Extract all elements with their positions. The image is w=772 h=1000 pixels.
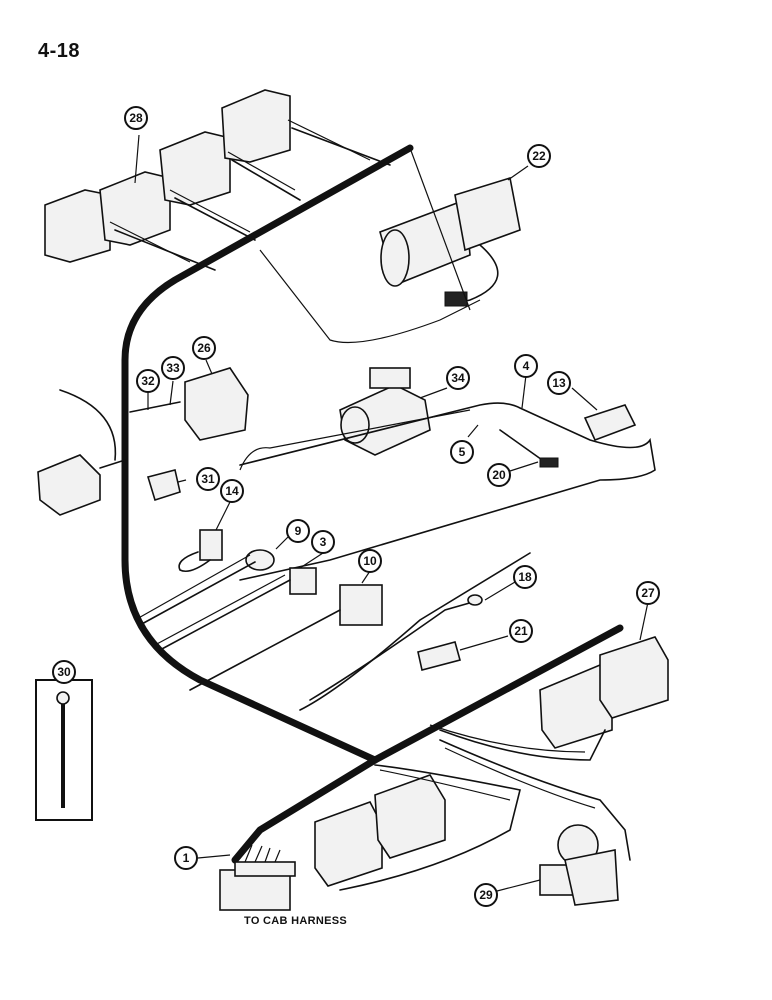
svg-text:18: 18	[518, 570, 532, 584]
svg-text:27: 27	[641, 586, 655, 600]
callout-27: 27	[636, 581, 660, 605]
side-lamp-assembly	[37, 367, 249, 516]
svg-text:32: 32	[141, 374, 155, 388]
wire-loop-right	[239, 402, 656, 581]
svg-text:21: 21	[514, 624, 528, 638]
page-number: 4-18	[38, 40, 81, 62]
svg-text:9: 9	[295, 524, 302, 538]
rear-lamps-lower	[314, 764, 521, 891]
svg-text:31: 31	[201, 472, 215, 486]
svg-text:22: 22	[532, 149, 546, 163]
cab-harness-connector	[219, 844, 296, 911]
callout-21: 21	[509, 619, 533, 643]
callout-26: 26	[192, 336, 216, 360]
svg-text:20: 20	[492, 468, 506, 482]
cable-tie-inset	[35, 679, 93, 821]
callout-29: 29	[474, 883, 498, 907]
svg-text:29: 29	[479, 888, 493, 902]
work-lamps-front	[44, 89, 391, 271]
blower-assembly	[259, 147, 521, 344]
callout-34: 34	[446, 366, 470, 390]
callout-9: 9	[286, 519, 310, 543]
callout-3: 3	[311, 530, 335, 554]
callout-32: 32	[136, 369, 160, 393]
svg-text:13: 13	[552, 376, 566, 390]
callout-14: 14	[220, 479, 244, 503]
svg-text:3: 3	[320, 535, 327, 549]
svg-text:33: 33	[166, 361, 180, 375]
callout-4: 4	[514, 354, 538, 378]
rear-harness-branch	[371, 624, 624, 764]
svg-text:4: 4	[523, 359, 530, 373]
main-harness	[121, 144, 414, 864]
switch-cluster	[134, 469, 383, 691]
callout-31: 31	[196, 467, 220, 491]
callout-10: 10	[358, 549, 382, 573]
callout-33: 33	[161, 356, 185, 380]
wiper-motor	[439, 739, 631, 906]
callout-20: 20	[487, 463, 511, 487]
callout-13: 13	[547, 371, 571, 395]
svg-text:28: 28	[129, 111, 143, 125]
solenoid-motor	[339, 367, 431, 456]
svg-text:1: 1	[183, 851, 190, 865]
svg-text:34: 34	[451, 371, 465, 385]
callout-5: 5	[450, 440, 474, 464]
callout-28: 28	[124, 106, 148, 130]
callout-18: 18	[513, 565, 537, 589]
svg-text:5: 5	[459, 445, 466, 459]
svg-text:10: 10	[363, 554, 377, 568]
callout-30: 30	[52, 660, 76, 684]
callout-22: 22	[527, 144, 551, 168]
footer-note: TO CAB HARNESS	[244, 915, 348, 927]
svg-text:26: 26	[197, 341, 211, 355]
callout-1: 1	[174, 846, 198, 870]
rear-lamps-upper	[429, 636, 669, 761]
ground-and-connector	[299, 552, 531, 711]
svg-text:30: 30	[57, 665, 71, 679]
svg-text:14: 14	[225, 484, 239, 498]
